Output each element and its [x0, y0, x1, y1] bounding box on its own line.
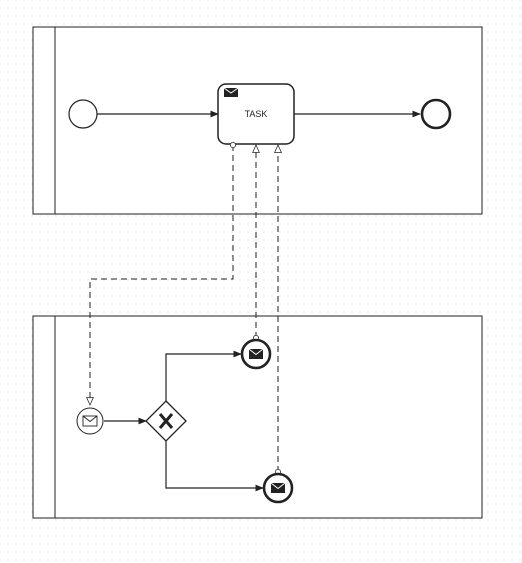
envelope-icon	[270, 482, 286, 493]
start-event[interactable]	[68, 99, 98, 129]
x-icon	[158, 413, 174, 429]
message-end-event-2[interactable]	[262, 472, 294, 504]
message-end-event-1[interactable]	[240, 338, 272, 370]
envelope-icon	[248, 348, 264, 359]
task-label: TASK	[245, 109, 268, 119]
task[interactable]: TASK	[217, 83, 295, 145]
exclusive-gateway[interactable]	[145, 400, 187, 442]
end-event[interactable]	[420, 98, 452, 130]
envelope-icon	[223, 87, 239, 97]
sequence-flow-gateway-to-end-2[interactable]	[165, 441, 264, 492]
envelope-icon	[82, 415, 98, 427]
message-start-event[interactable]	[76, 407, 104, 435]
message-flow-task-to-message-start[interactable]	[90, 145, 233, 405]
